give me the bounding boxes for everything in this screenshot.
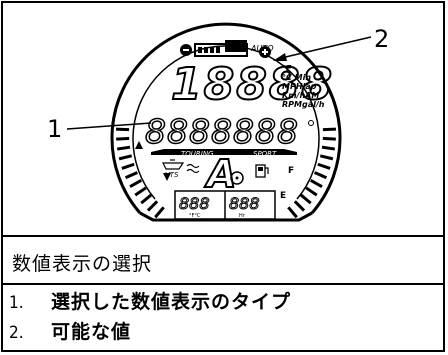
tachometer-segment [134, 186, 147, 197]
legend: 1. 選択した数値表示のタイプ 2. 可能な値 [3, 285, 443, 353]
tachometer-segment [309, 179, 323, 188]
sub-label-right: Hr [239, 213, 246, 219]
sub-display-panel: 888 888 °F°C Hr [174, 190, 276, 220]
legend-item: 2. 可能な値 [9, 319, 131, 345]
sub-digits-left: 888 [179, 194, 210, 213]
tachometer-segment [124, 171, 138, 180]
tachometer-segment [116, 145, 131, 151]
unit-label: RPMgal/h [282, 100, 325, 109]
water-wave-icon [186, 163, 200, 174]
brand-logo-icon [225, 40, 247, 52]
tachometer-segment [121, 162, 135, 170]
mode-bar: TOURING SPORT [151, 149, 297, 158]
divider [3, 283, 443, 285]
tachometer-segment [146, 200, 159, 212]
sub-label-left: °F°C [189, 213, 201, 219]
fuel-full-label: F [288, 166, 294, 176]
caption-row: 数値表示の選択 [3, 237, 443, 283]
top-indicator-bar: AUTO [180, 40, 274, 58]
legend-item: 1. 選択した数値表示のタイプ [9, 289, 291, 315]
legend-number: 2. [9, 323, 24, 343]
main-digits: 18888 [171, 59, 334, 110]
sub-digits-right: 888 [229, 194, 260, 213]
callout-2: 2 [374, 25, 389, 53]
callout-1-leader [66, 122, 152, 130]
tachometer-segment [293, 200, 306, 212]
unit-labels: °F °C Min MPHlap Km/hAM RPMgal/h [282, 64, 325, 109]
callout-1: 1 [47, 115, 62, 143]
tachometer-segment [140, 193, 153, 205]
unit-label: °F [282, 64, 292, 73]
sport-label: SPORT [253, 150, 277, 158]
down-arrow-icon [163, 173, 171, 181]
legend-label: 可能な値 [51, 321, 132, 343]
divider [3, 235, 443, 237]
tachometer-segment [287, 206, 298, 219]
gauge-illustration: AUTO 18888 °F °C Min MPHlap Km/hAM RPMga… [47, 22, 389, 222]
tachometer-segment [317, 162, 331, 170]
unit-label: Km/hAM [282, 91, 319, 100]
gear-indicator: A [204, 152, 236, 196]
figure-table: AUTO 18888 °F °C Min MPHlap Km/hAM RPMga… [1, 1, 445, 352]
segment-display: 8888888 [145, 112, 299, 151]
tachometer-segment [319, 154, 334, 161]
callout-2-leader [276, 36, 372, 60]
gauge-figure: AUTO 18888 °F °C Min MPHlap Km/hAM RPMga… [3, 3, 443, 235]
legend-number: 1. [9, 293, 24, 313]
touring-label: TOURING [181, 150, 214, 158]
fuel-empty-label: E [280, 191, 286, 201]
tachometer-segment [314, 171, 328, 180]
fuel-pump-icon [255, 164, 269, 178]
boat-icon [162, 159, 185, 170]
steering-wheel-icon [230, 171, 244, 185]
figure-caption: 数値表示の選択 [12, 253, 153, 275]
tachometer-segment [116, 136, 130, 141]
tachometer-bar-left [116, 127, 165, 219]
unit-label: MPHlap [282, 82, 317, 91]
tachometer-segment [129, 179, 143, 188]
vts-label: VTS [165, 171, 179, 179]
tachometer-segment [322, 136, 336, 141]
up-arrow-icon [135, 141, 143, 149]
tachometer-segment [118, 154, 133, 161]
tachometer-segment [321, 145, 336, 151]
tachometer-bar-right [287, 127, 336, 219]
dot-indicator [308, 120, 314, 126]
unit-label: °C Min [282, 73, 311, 82]
legend-label: 選択した数値表示のタイプ [51, 291, 292, 313]
tachometer-segment [299, 193, 312, 205]
tachometer-segment [305, 186, 318, 197]
callout-2-arrowhead [273, 53, 287, 61]
tachometer-segment [154, 206, 165, 219]
